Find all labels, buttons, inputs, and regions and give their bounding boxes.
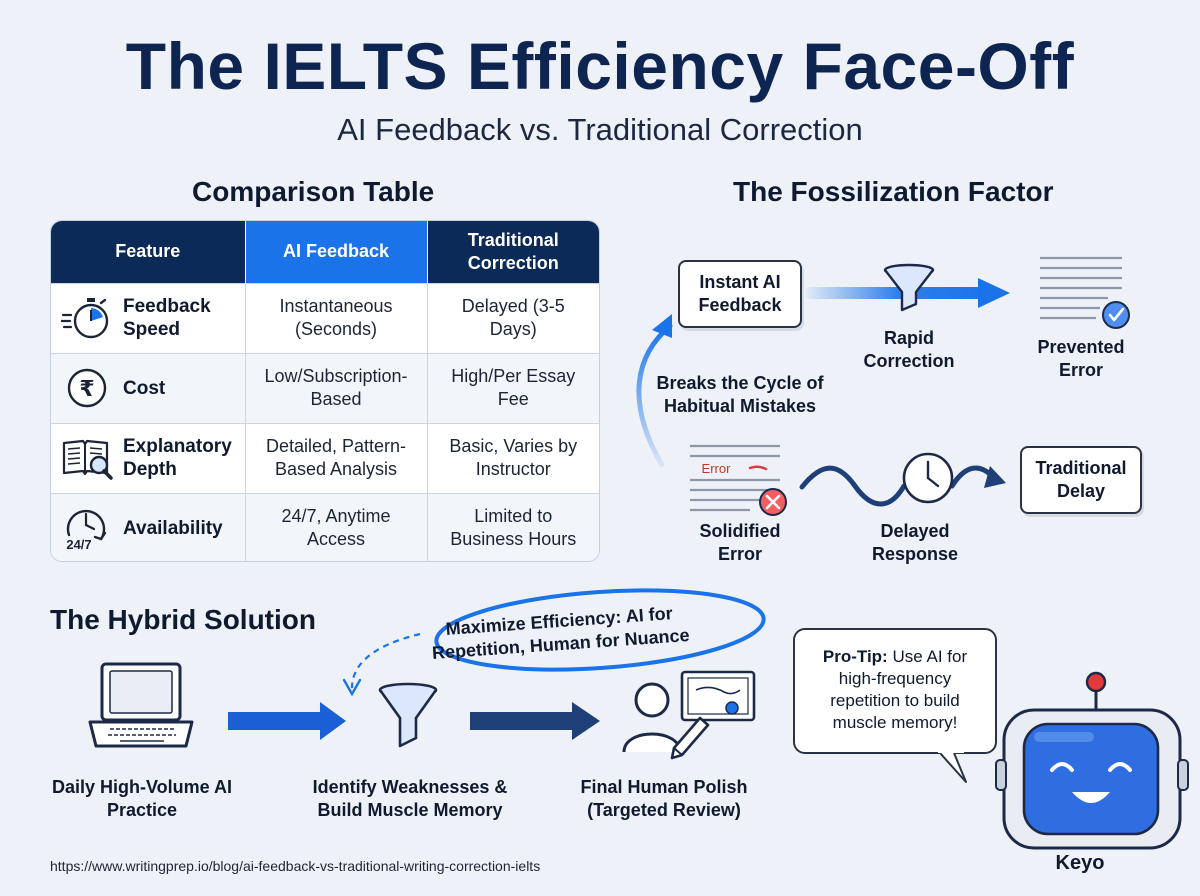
- instant-ai-feedback-label: Instant AI Feedback: [698, 272, 782, 315]
- rapid-beam: [805, 287, 990, 299]
- header-ai-feedback: AI Feedback: [245, 221, 428, 283]
- reviewer-certificate-icon: [622, 670, 756, 760]
- feature-label: Availability: [123, 517, 223, 539]
- subtitle: AI Feedback vs. Traditional Correction: [337, 112, 863, 147]
- feature-cell: ₹ Cost: [51, 352, 246, 423]
- step-human-polish-label: Final Human Polish (Targeted Review): [580, 777, 748, 820]
- traditional-value: Limited to Business Hours: [450, 506, 577, 550]
- table-row: ₹ Cost Low/Subscription-Based High/Per E…: [51, 352, 599, 423]
- robot-mascot-icon: [995, 671, 1189, 850]
- prevented-error-label: Prevented Error: [1037, 337, 1125, 380]
- wavy-delay-arrow-left: [799, 465, 907, 507]
- ai-cell: 24/7, Anytime Access: [245, 492, 428, 561]
- source-url: https://www.writingprep.io/blog/ai-feedb…: [50, 858, 541, 874]
- traditional-value: Basic, Varies by Instructor: [449, 436, 578, 479]
- traditional-delay-box: Traditional Delay: [1020, 446, 1142, 514]
- table-row: Explanatory Depth Detailed, Pattern-Base…: [51, 422, 599, 493]
- arrow-1-head: [320, 702, 346, 740]
- callout-ellipse: [434, 588, 766, 672]
- table-row: 24/7 Availability 24/7, Anytime Access L…: [51, 492, 599, 561]
- feature-label: Feedback Speed: [123, 296, 211, 340]
- bubble-tail-cover: [938, 746, 964, 753]
- hybrid-diagram: [88, 588, 766, 760]
- delayed-response-label: Delayed Response: [871, 521, 959, 564]
- step-daily-practice-label: Daily High-Volume AI Practice: [51, 777, 233, 820]
- rupee-coin-icon: ₹: [67, 368, 107, 408]
- fossilization-title: The Fossilization Factor: [733, 176, 1054, 207]
- solidified-error-label: Solidified Error: [699, 521, 781, 564]
- wavy-arrowhead: [984, 466, 1006, 488]
- book-magnifier-icon: [62, 439, 113, 480]
- breaks-cycle-label: Breaks the Cycle of Habitual Mistakes: [656, 373, 824, 416]
- comparison-table: Feature AI Feedback Traditional Correcti…: [50, 220, 600, 562]
- ai-value: Detailed, Pattern-Based Analysis: [265, 436, 407, 479]
- ai-value: 24/7, Anytime Access: [281, 506, 391, 550]
- feature-cell: 24/7 Availability: [51, 492, 246, 561]
- traditional-cell: High/Per Essay Fee: [427, 352, 599, 423]
- prevented-document-icon: [1040, 256, 1130, 329]
- traditional-delay-label: Traditional Delay: [1035, 458, 1127, 501]
- pro-tip-text: Use AI for high-frequency repetition to …: [830, 647, 968, 732]
- ai-cell: Low/Subscription-Based: [245, 352, 428, 423]
- table-row: Feedback Speed Instantaneous (Seconds) D…: [51, 282, 599, 353]
- traditional-cell: Basic, Varies by Instructor: [427, 422, 599, 493]
- bubble-tail: [939, 752, 967, 783]
- ai-cell: Detailed, Pattern-Based Analysis: [245, 422, 428, 493]
- feature-label: Cost: [123, 377, 166, 399]
- laptop-icon: [88, 662, 194, 748]
- header-traditional: Traditional Correction: [427, 221, 599, 283]
- svg-text:₹: ₹: [79, 377, 94, 402]
- ai-cell: Instantaneous (Seconds): [245, 282, 428, 353]
- header-feature: Feature: [51, 221, 246, 283]
- feature-cell: Explanatory Depth: [51, 422, 246, 493]
- cycle-curve-arrow: [636, 323, 673, 468]
- hybrid-title: The Hybrid Solution: [50, 604, 316, 635]
- callout-pointer: [350, 632, 421, 689]
- feature-label: Explanatory Depth: [123, 436, 232, 480]
- mascot-name: Keyo: [1055, 852, 1105, 874]
- ai-value: Instantaneous (Seconds): [279, 296, 393, 339]
- traditional-value: Delayed (3-5 Days): [461, 296, 565, 339]
- clock-24-7-icon: 24/7: [66, 510, 107, 551]
- cycle-arrowhead: [652, 314, 672, 338]
- solidified-document-icon: [690, 444, 787, 516]
- traditional-value: High/Per Essay Fee: [451, 366, 576, 409]
- instant-ai-feedback-box: Instant AI Feedback: [678, 260, 802, 328]
- arrow-2-head: [572, 702, 600, 740]
- main-title: The IELTS Efficiency Face-Off: [125, 29, 1075, 103]
- hybrid-funnel-icon: [378, 682, 438, 748]
- step-identify-weaknesses-label: Identify Weaknesses & Build Muscle Memor…: [312, 777, 508, 820]
- arrow-2-shaft: [470, 712, 576, 730]
- pro-tip-label: Pro-Tip:: [822, 647, 888, 666]
- arrow-1-shaft: [228, 712, 324, 730]
- traditional-cell: Limited to Business Hours: [427, 492, 599, 561]
- header-traditional-text: Traditional Correction: [467, 229, 559, 273]
- funnel-icon: [883, 263, 935, 312]
- error-tag: Error: [702, 461, 732, 476]
- beam-arrowhead: [978, 278, 1010, 308]
- comparison-table-title: Comparison Table: [192, 176, 435, 207]
- traditional-cell: Delayed (3-5 Days): [427, 282, 599, 353]
- clock-icon: [902, 452, 954, 504]
- pro-tip-bubble: Pro-Tip: Use AI for high-frequency repet…: [793, 628, 997, 754]
- feature-cell: Feedback Speed: [51, 282, 246, 353]
- rapid-correction-label: Rapid Correction: [863, 328, 955, 371]
- fossilization-diagram: Error: [636, 256, 1130, 516]
- stopwatch-icon: [61, 298, 109, 339]
- callout-pointer-head: [342, 678, 362, 697]
- mascot-diagram: [938, 671, 1189, 850]
- badge-24-7: 24/7: [66, 537, 91, 551]
- ai-value: Low/Subscription-Based: [264, 366, 408, 409]
